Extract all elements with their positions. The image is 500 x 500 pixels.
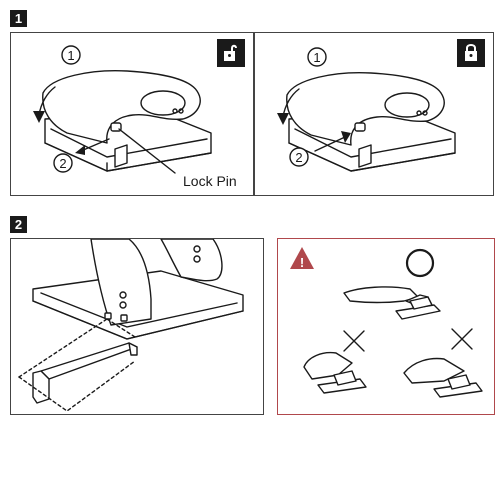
callout-1: 1 [313,50,320,65]
hole-punch-lock-illustration: 1 2 [277,47,456,172]
callout-2: 2 [295,150,302,165]
paper-guide-illustration [18,239,244,412]
lock-pin-label: Lock Pin [183,173,237,189]
hole-punch-unlock-illustration: 1 2 [33,45,212,174]
step-2-badge: 2 [10,216,27,233]
callout-1: 1 [67,48,74,63]
incorrect-x-icon [451,328,473,350]
warning-mark: ! [300,255,304,270]
locked-padlock-icon [457,39,485,67]
correct-circle-icon [405,248,435,278]
panel-paper-guide-diagram [10,238,264,415]
usage-warning-illustration: ! [290,247,483,398]
incorrect-x-icon [343,330,365,352]
warning-triangle-icon [290,247,314,269]
callout-2: 2 [59,156,66,171]
unlocked-padlock-icon [217,39,245,67]
panel-lock-diagram: 1 2 [254,32,494,196]
step-1-badge: 1 [10,10,27,27]
panel-unlock-diagram: 1 2 Lock Pin [10,32,254,196]
panel-usage-warning: ! [277,238,495,415]
